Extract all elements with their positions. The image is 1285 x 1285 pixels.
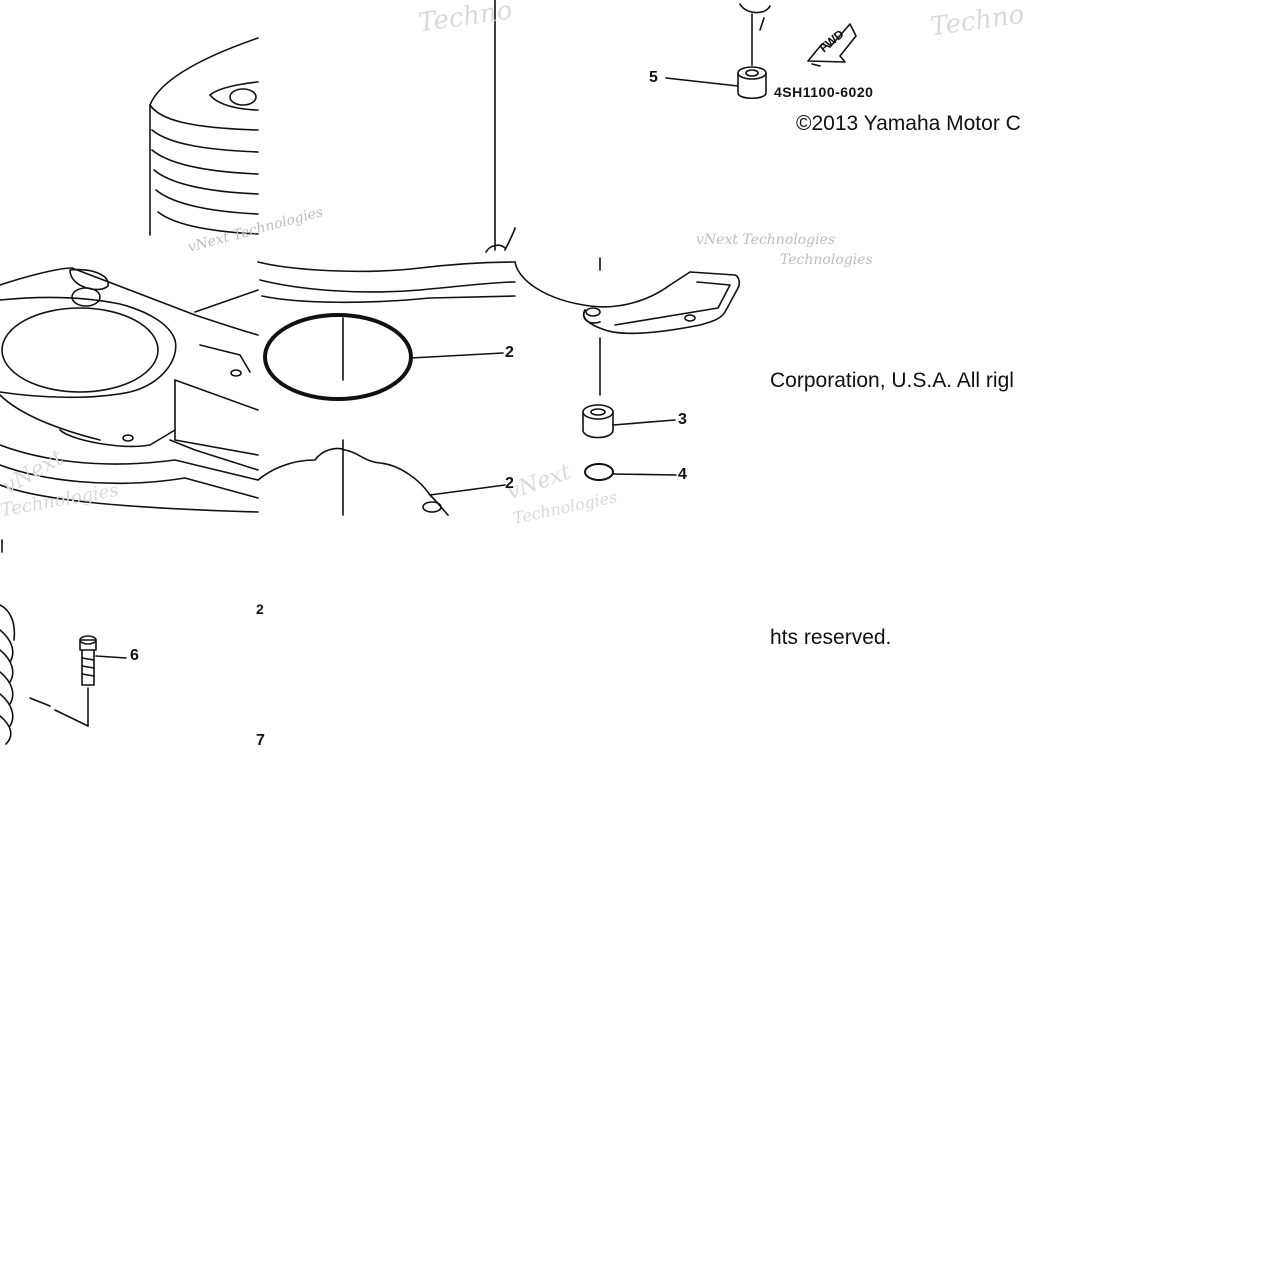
part-number: 4SH1100-6020 <box>774 84 874 100</box>
callout-5: 5 <box>649 69 658 86</box>
head-gasket <box>514 257 741 396</box>
callout-6: 6 <box>130 647 139 664</box>
callout-2-fragment: 2 <box>256 601 264 617</box>
callout-7: 7 <box>256 732 265 749</box>
callout-2: 2 <box>505 344 514 361</box>
fwd-arrow-icon <box>807 23 857 67</box>
copyright-line-2: Corporation, U.S.A. All rigl <box>770 369 1014 392</box>
o-ring-4 <box>584 463 677 481</box>
cylinder-bottom-edge <box>257 261 516 516</box>
cylinder-top-fins <box>149 37 259 236</box>
callout-4: 4 <box>678 466 687 483</box>
cylinder-body <box>0 267 259 513</box>
copyright-line-1: ©2013 Yamaha Motor C <box>796 112 1021 135</box>
cylinder-lower-fins <box>0 539 89 745</box>
o-ring-2 <box>263 313 504 401</box>
dowel-pin-5 <box>665 3 771 100</box>
copyright-line-3: hts reserved. <box>770 626 892 649</box>
watermark: Technologies <box>780 252 873 268</box>
dowel-pin-3 <box>582 404 676 439</box>
bolt-6 <box>79 635 127 686</box>
callout-2-gasket: 2 <box>505 475 514 492</box>
callout-3: 3 <box>678 411 687 428</box>
base-gasket <box>257 447 506 516</box>
watermark: vNext Technologies <box>696 232 836 248</box>
